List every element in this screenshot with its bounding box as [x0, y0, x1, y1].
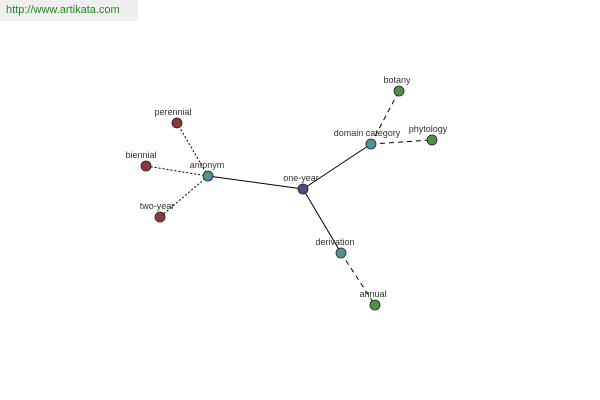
graph-nodes [140, 85, 438, 311]
edge-one-year-antonym [207, 175, 304, 190]
node-label-one-year: one-year [283, 173, 319, 183]
edge-one-year-domain-category [302, 143, 372, 190]
edge-domain-category-botany [370, 90, 400, 145]
edge-antonym-biennial [145, 165, 209, 177]
edge-one-year-derivation [302, 188, 342, 254]
node-domain-category[interactable] [365, 138, 377, 150]
node-label-annual: annual [359, 289, 386, 299]
node-perennial[interactable] [171, 117, 183, 129]
node-label-perennial: perennial [154, 107, 191, 117]
node-derivation[interactable] [335, 247, 347, 259]
graph-labels: one-year antonym domain category derivation… [125, 75, 447, 299]
edge-antonym-two-year [159, 175, 209, 218]
node-label-two-year: two-year [140, 201, 175, 211]
node-one-year[interactable] [297, 183, 309, 195]
edge-derivation-annual [340, 252, 376, 306]
node-label-domain-category: domain category [334, 128, 401, 138]
node-two-year[interactable] [154, 211, 166, 223]
node-biennial[interactable] [140, 160, 152, 172]
node-label-botany: botany [383, 75, 411, 85]
edge-domain-category-phytology [370, 139, 433, 145]
node-label-antonym: antonym [190, 160, 225, 170]
node-antonym[interactable] [202, 170, 214, 182]
node-annual[interactable] [369, 299, 381, 311]
site-url-watermark: http://www.artikata.com [0, 0, 138, 21]
node-label-phytology: phytology [409, 124, 448, 134]
node-label-biennial: biennial [125, 150, 156, 160]
node-phytology[interactable] [426, 134, 438, 146]
graph-edges [145, 90, 433, 306]
node-botany[interactable] [393, 85, 405, 97]
node-label-derivation: derivation [315, 237, 354, 247]
